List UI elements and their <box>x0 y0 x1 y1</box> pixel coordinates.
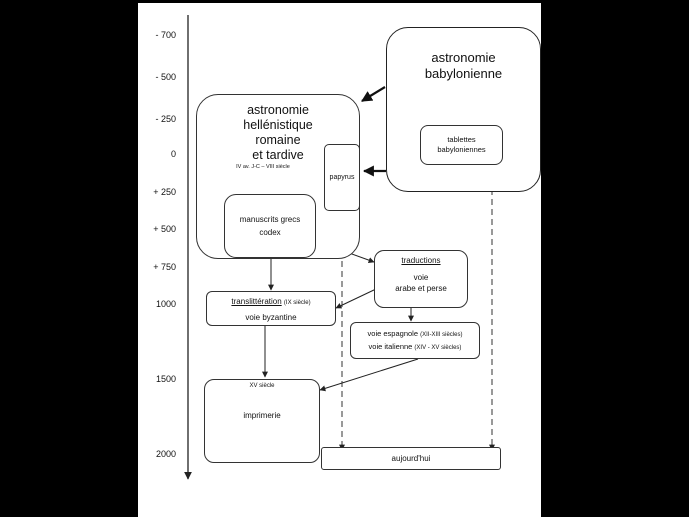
tick-minus-500: - 500 <box>155 72 176 82</box>
connector-layer <box>184 15 495 480</box>
box-greek-manuscripts: manuscrits grecs codex <box>224 194 316 258</box>
italian-route-label: voie italienne <box>368 341 413 351</box>
hellenistic-line3: romaine <box>255 133 301 147</box>
tick-plus-500: + 500 <box>153 224 176 234</box>
box-today: aujourd'hui <box>321 447 501 470</box>
today-label: aujourd'hui <box>391 454 431 463</box>
manuscripts-line1: manuscrits grecs <box>239 215 301 224</box>
printing-note: XV siècle <box>249 383 275 389</box>
hellenistic-line1: astronomie <box>247 103 309 117</box>
italian-route-note: (XIV - XV siècles) <box>414 344 462 351</box>
transliteration-note: (IX siècle) <box>283 300 311 306</box>
slide: - 700 - 500 - 250 0 + 250 + 500 + 750 10… <box>138 3 541 517</box>
arrow-spanish-italian-to-printing <box>319 358 419 392</box>
printing-label: imprimerie <box>243 411 281 420</box>
tick-0: 0 <box>170 149 176 159</box>
tablets-line2: babyloniennes <box>437 145 486 154</box>
transliteration-label: voie byzantine <box>245 313 297 322</box>
box-transliteration: translittération (IX siècle) voie byzant… <box>206 291 336 326</box>
italian-route: voie italienne (XIV - XV siècles) <box>369 341 462 354</box>
papyrus-label: papyrus <box>329 174 355 181</box>
translations-line1: voie <box>413 273 429 282</box>
translations-title: traductions <box>401 256 441 265</box>
tick-minus-250: - 250 <box>155 114 176 124</box>
box-babylonian-astronomy: astronomie babylonienne <box>386 27 541 192</box>
tick-plus-750: + 750 <box>153 262 176 272</box>
transliteration-header: translittération (IX siècle) <box>231 296 310 309</box>
manuscripts-line2: codex <box>259 228 281 237</box>
hellenistic-line4: et tardive <box>252 148 304 162</box>
tick-2000: 2000 <box>155 449 176 459</box>
transliteration-title: translittération <box>231 297 282 306</box>
box-translations: traductions voie arabe et perse <box>374 250 468 308</box>
box-spanish-italian-routes: voie espagnole (XII-XIII siècles) voie i… <box>350 322 480 359</box>
hellenistic-line2: hellénistique <box>243 118 313 132</box>
spanish-route: voie espagnole (XII-XIII siècles) <box>368 328 463 341</box>
tick-plus-250: + 250 <box>153 187 176 197</box>
hellenistic-note: IV av. J-C – VIII siècle <box>236 164 290 170</box>
translations-line2: arabe et perse <box>395 284 447 293</box>
arrow-translations-to-transliteration <box>335 288 377 309</box>
box-papyrus: papyrus <box>324 144 360 211</box>
tick-1000: 1000 <box>155 299 176 309</box>
babylonian-line2: babylonienne <box>424 66 503 81</box>
spanish-route-note: (XII-XIII siècles) <box>420 331 463 338</box>
tick-1500: 1500 <box>155 374 176 384</box>
arrow-babylonian-to-hellenistic <box>361 86 386 102</box>
tick-minus-700: - 700 <box>155 30 176 40</box>
tablets-line1: tablettes <box>447 135 476 144</box>
babylonian-line1: astronomie <box>431 50 496 65</box>
box-printing: XV siècle imprimerie <box>204 379 320 463</box>
box-babylonian-tablets: tablettes babyloniennes <box>420 125 503 165</box>
spanish-route-label: voie espagnole <box>367 328 419 338</box>
